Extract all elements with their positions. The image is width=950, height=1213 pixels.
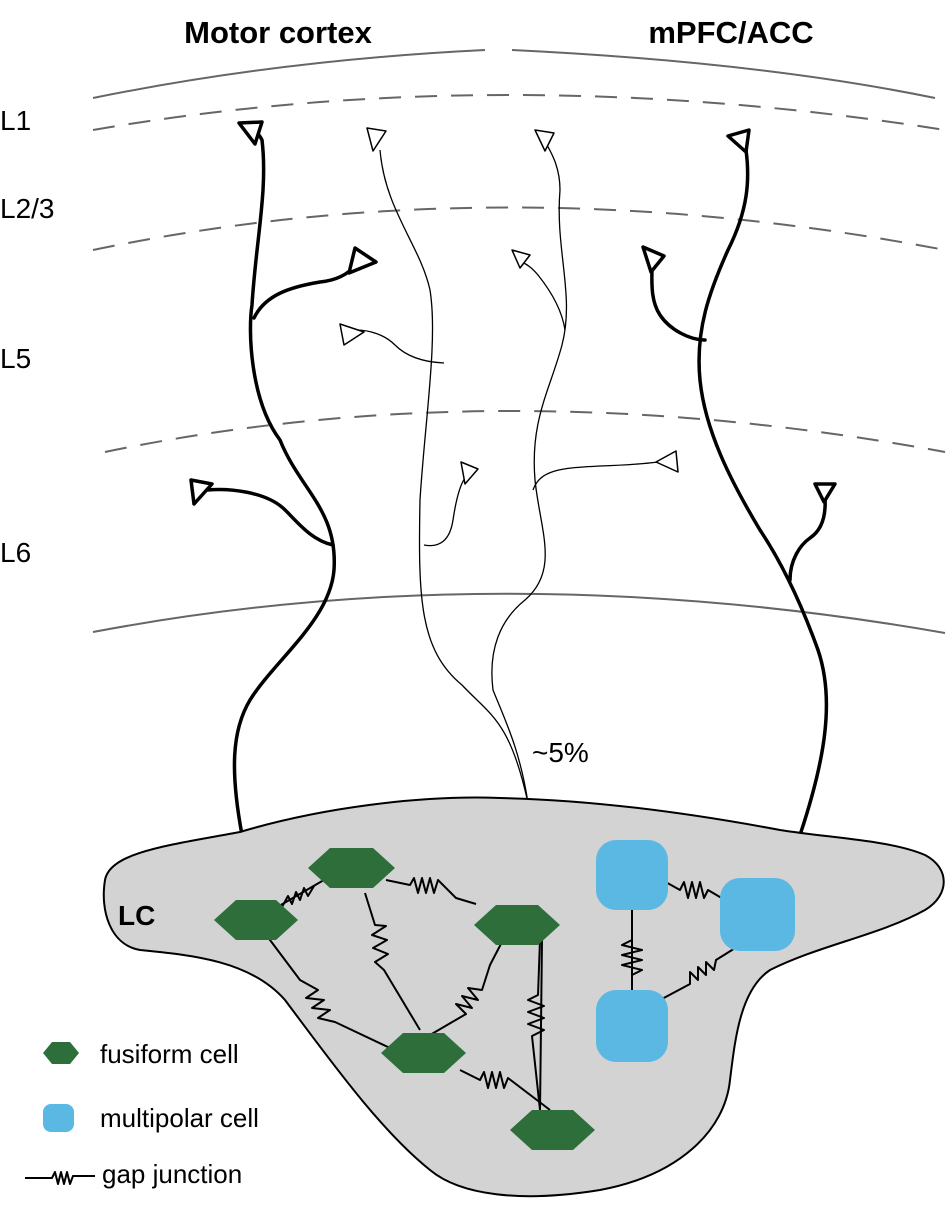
gap-junction	[254, 919, 391, 1049]
thick-branch-l6-motor	[205, 487, 335, 547]
l23-boundary	[92, 206, 946, 251]
thin-axons	[355, 139, 659, 804]
thick-branch-l6-mpfc	[788, 496, 827, 582]
lc-label: LC	[118, 900, 155, 931]
gap-junction	[429, 914, 517, 1036]
gap-junction	[527, 939, 545, 1111]
cortex-boundaries	[92, 49, 946, 634]
percent-label: ~5%	[532, 737, 589, 768]
legend: fusiform cell multipolar cell gap juncti…	[25, 1039, 259, 1189]
thin-neuron-soma	[460, 461, 479, 485]
multipolar-cell	[596, 840, 668, 910]
legend-gap-junction-icon	[25, 1171, 95, 1185]
thin-neuron-soma	[366, 127, 387, 152]
legend-fusiform-icon	[43, 1042, 79, 1064]
thin-axon-right	[491, 139, 568, 804]
gap-junction	[659, 944, 741, 1001]
legend-multipolar-icon	[43, 1104, 74, 1132]
header-motor-cortex: Motor cortex	[184, 15, 373, 50]
legend-multipolar-label: multipolar cell	[100, 1103, 259, 1133]
gap-junction	[459, 1069, 551, 1111]
thick-neuron-soma	[347, 246, 378, 275]
thick-axon-motor-cortex	[232, 128, 336, 837]
thin-axon-left	[379, 149, 529, 804]
layer-label-l1: L1	[0, 105, 31, 136]
thin-neuron-soma	[655, 450, 679, 473]
fusiform-cells	[214, 848, 595, 1150]
pial-surface-right	[511, 49, 936, 99]
thin-branch-l5-left	[355, 329, 445, 364]
gap-junction	[385, 877, 477, 905]
fusiform-cell	[510, 1110, 595, 1150]
thick-neuron-soma	[726, 128, 751, 154]
legend-gap-junction-label: gap junction	[102, 1159, 242, 1189]
thick-neuron-soma	[641, 245, 666, 274]
layer-label-l23: L2/3	[0, 193, 55, 224]
thick-neuron-soma	[189, 478, 214, 506]
fusiform-cell	[381, 1033, 466, 1073]
fusiform-cell	[214, 900, 298, 940]
thick-neuron-soma	[237, 120, 264, 146]
l5-boundary	[104, 410, 946, 453]
thick-branch-l23-motor	[252, 263, 358, 320]
legend-fusiform-label: fusiform cell	[100, 1039, 239, 1069]
thin-branch-l6-left	[423, 477, 466, 547]
white-matter-boundary	[92, 592, 946, 634]
thin-neuron-somas	[339, 127, 679, 485]
gap-junction	[281, 885, 315, 908]
thin-branch-l23-right	[521, 261, 566, 331]
thick-axon-mpfc	[697, 148, 829, 837]
thick-axons	[205, 128, 829, 837]
thick-branch-l5-mpfc	[650, 263, 707, 342]
multipolar-cells	[596, 840, 795, 1062]
multipolar-cell	[596, 990, 668, 1062]
gap-junction	[364, 892, 421, 1031]
thin-neuron-soma	[511, 249, 531, 269]
fusiform-cell	[308, 848, 395, 888]
layer-label-l6: L6	[0, 537, 31, 568]
thin-neuron-soma	[534, 129, 555, 152]
header-mpfc-acc: mPFC/ACC	[648, 15, 813, 50]
thin-branch-l6-right	[532, 461, 659, 491]
thin-neuron-soma	[339, 323, 365, 346]
layer-label-l5: L5	[0, 343, 31, 374]
gap-junction	[661, 879, 726, 901]
l1-boundary	[92, 94, 946, 131]
pial-surface-left	[92, 49, 486, 99]
multipolar-cell	[720, 878, 795, 951]
thick-neuron-somas	[189, 120, 837, 506]
thick-neuron-soma	[813, 482, 837, 504]
fusiform-cell	[474, 905, 560, 945]
gap-junction	[621, 930, 643, 1030]
connection-line	[539, 939, 543, 1111]
